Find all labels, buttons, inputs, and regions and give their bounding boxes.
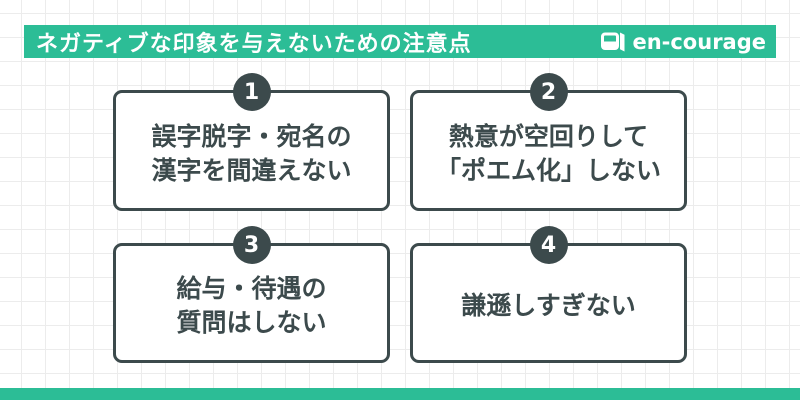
card-text-line: 熱意が空回りして <box>448 121 649 151</box>
note-card-4: 4 謙遜しすぎない <box>410 226 687 363</box>
brand-logo: en-courage <box>601 30 766 54</box>
bottom-accent-bar <box>0 388 800 400</box>
card-text-line: 謙遜しすぎない <box>461 291 636 320</box>
card-text-4: 謙遜しすぎない <box>461 289 636 323</box>
badge-number: 3 <box>243 232 260 258</box>
card-text-3: 給与・待遇の 質問はしない <box>176 272 326 340</box>
page-title: ネガティブな印象を与えないための注意点 <box>36 31 472 57</box>
note-card-1: 1 誤字脱字・宛名の 漢字を間違えない <box>113 73 390 211</box>
card-text-1: 誤字脱字・宛名の 漢字を間違えない <box>151 120 351 188</box>
number-badge-2: 2 <box>529 73 568 111</box>
book-icon <box>601 31 626 53</box>
number-badge-4: 4 <box>529 226 568 264</box>
badge-number: 2 <box>540 79 557 105</box>
number-badge-3: 3 <box>232 226 271 264</box>
card-text-line: 質問はしない <box>176 308 327 337</box>
card-text-line: 給与・待遇の <box>176 274 327 303</box>
brand-name: en-courage <box>632 29 766 54</box>
card-text-line: 誤字脱字・宛名の <box>151 121 352 151</box>
note-card-3: 3 給与・待遇の 質問はしない <box>113 226 390 363</box>
card-text-line: 「ポエム化」しない <box>435 155 661 185</box>
card-text-2: 熱意が空回りして 「ポエム化」しない <box>436 120 661 188</box>
card-text-line: 漢字を間違えない <box>151 155 352 185</box>
badge-number: 1 <box>243 79 260 105</box>
number-badge-1: 1 <box>232 73 271 111</box>
badge-number: 4 <box>540 232 557 258</box>
note-card-2: 2 熱意が空回りして 「ポエム化」しない <box>410 73 687 211</box>
header-bar: ネガティブな印象を与えないための注意点 en-courage <box>24 25 776 58</box>
